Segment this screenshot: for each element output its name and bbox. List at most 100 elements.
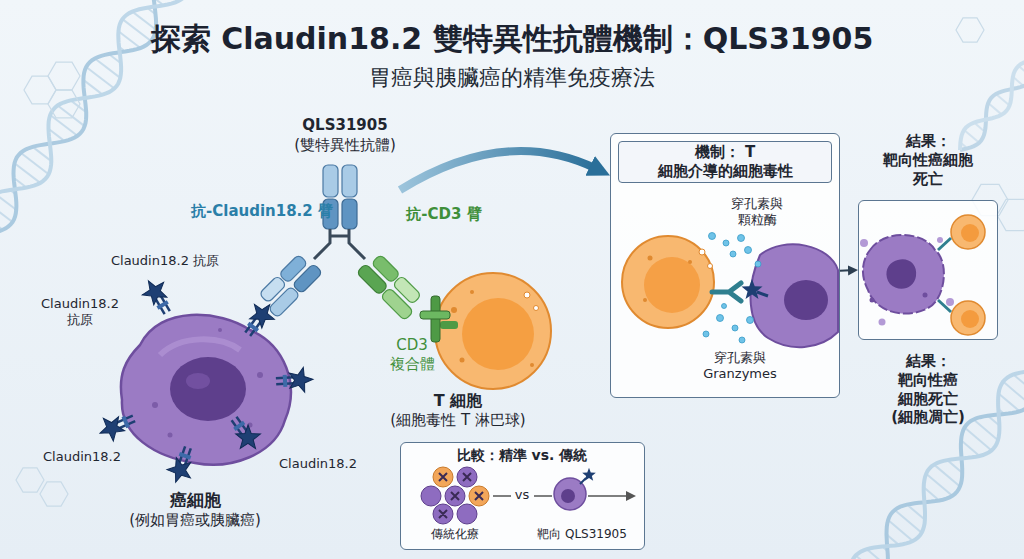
mechanism-illustration-part	[784, 280, 828, 320]
arm-label: 抗-CD3 臂	[389, 205, 499, 224]
mechanism-illustration-part-part	[703, 331, 709, 337]
result-heading: 結果： 靶向性癌 細胞死亡 (細胞凋亡)	[876, 352, 981, 427]
dna-helix-part	[999, 393, 1020, 411]
cell-outline-part	[152, 402, 158, 408]
dna-helix-part	[0, 0, 161, 235]
bispecific-antibody-part	[323, 199, 338, 229]
comparison-illustration-part	[439, 473, 483, 518]
cell-outline-part	[451, 307, 457, 313]
dna-helix-part	[83, 80, 102, 95]
dna-helix-part	[95, 58, 120, 77]
comparison-illustration	[421, 467, 636, 524]
cell-outline-part	[218, 328, 222, 332]
cd3-complex-part	[440, 321, 458, 329]
bispecific-antibody-part-part	[292, 263, 322, 293]
mechanism-header: 機制： T 細胞介導的細胞毒性	[618, 141, 832, 183]
mechanism-illustration-part-part	[730, 251, 736, 257]
mechanism-illustration-part	[708, 264, 713, 269]
hexagon-decoration	[956, 18, 984, 42]
mechanism-illustration-part	[751, 244, 838, 347]
comparison-illustration-part	[469, 486, 489, 506]
comparison-illustration-part	[554, 478, 586, 510]
cell-outline-part	[470, 290, 474, 294]
comparison-label: 靶向 QLS31905	[517, 527, 647, 542]
mechanism-illustration-part	[699, 249, 705, 255]
bispecific-antibody-part	[314, 229, 365, 259]
comparison-illustration-part	[493, 495, 511, 497]
result-panel: 結果： 靶向性癌細胞 死亡結果： 靶向性癌 細胞死亡 (細胞凋亡)	[858, 200, 998, 340]
cell-outline-part	[460, 358, 465, 363]
cell-outline-part	[257, 372, 263, 378]
result-illustration-part	[870, 298, 875, 303]
dna-helix-part	[0, 0, 189, 235]
bispecific-antibody	[256, 165, 426, 321]
mechanism-illustration-part	[644, 257, 700, 313]
dna-helix-part	[0, 200, 12, 222]
hexagon-decoration	[40, 482, 68, 506]
arm-label: 抗-Claudin18.2 臂	[177, 202, 347, 221]
claudin-antigen	[95, 274, 314, 486]
bispecific-antibody-part-part	[371, 254, 400, 283]
comparison-illustration-part	[445, 486, 465, 506]
result-illustration-part	[946, 298, 954, 306]
dna-helix	[960, 48, 1024, 151]
comparison-box: 比較：精準 vs. 傳統vs傳統化療靶向 QLS31905	[400, 442, 645, 550]
dna-helix	[0, 0, 189, 235]
dna-helix-part	[964, 130, 979, 143]
bispecific-antibody-part-part	[380, 287, 413, 320]
cd3-complex-part	[420, 311, 450, 319]
cell-outline-part	[248, 423, 253, 428]
cell-outline-part	[168, 433, 173, 438]
dna-helix-part	[996, 94, 1010, 106]
result-illustration-part	[937, 237, 943, 243]
mechanism-illustration-part-part	[738, 235, 745, 242]
antigen-label: Claudin18.2	[32, 449, 132, 465]
dna-helix-part	[15, 163, 41, 183]
mechanism-illustration-part	[643, 298, 647, 302]
antibody-title: QLS31905	[275, 116, 415, 135]
result-illustration-part	[923, 293, 928, 298]
comparison-illustration-part	[457, 467, 477, 487]
bispecific-antibody-part	[342, 199, 357, 229]
mechanism-illustration-part-part	[722, 304, 727, 309]
comparison-illustration-part	[433, 467, 453, 487]
hexagon-decoration	[24, 76, 56, 104]
result-illustration-part	[860, 239, 868, 247]
connector-arrow	[840, 269, 850, 271]
result-illustration-part	[938, 238, 951, 250]
antigen-label: Claudin18.2	[268, 456, 368, 472]
mechanism-illustration-part-part	[717, 315, 724, 322]
result-illustration-part	[886, 259, 916, 288]
cd3-complex	[420, 296, 458, 342]
mechanism-illustration-part	[688, 260, 692, 264]
cell-outline	[100, 285, 310, 485]
dna-helix-part	[132, 12, 155, 30]
flow-arrow	[400, 151, 596, 190]
result-illustration-part	[961, 224, 979, 242]
antigen-label: Claudin18.2 抗原	[85, 253, 245, 269]
claudin-antigen-part	[224, 411, 266, 456]
bispecific-antibody-part-part	[356, 263, 388, 295]
bispecific-antibody-part-part	[392, 275, 421, 304]
claudin-antigen-part	[138, 274, 178, 318]
cell-outline-part	[462, 298, 534, 370]
comparison-illustration-part	[421, 486, 441, 506]
cell-subtitle: (細胞毒性 T 淋巴球)	[353, 411, 563, 430]
t-cell: T 細胞(細胞毒性 T 淋巴球)	[432, 270, 554, 392]
dna-helix-part	[988, 103, 1002, 115]
antigen-label: Claudin18.2 抗原	[34, 296, 126, 329]
cell-outline-part	[121, 315, 291, 465]
cell-subtitle: (例如胃癌或胰臟癌)	[80, 511, 310, 530]
cell-outline-part	[160, 339, 240, 355]
cell-outline	[432, 270, 554, 392]
cell-outline-part	[435, 273, 551, 389]
result-illustration-part	[879, 319, 886, 326]
result-heading: 結果： 靶向性癌細胞 死亡	[876, 132, 981, 188]
cell-title: 癌細胞	[115, 490, 275, 511]
hexagon-decoration	[48, 90, 80, 118]
hexagon-decoration	[997, 199, 1024, 230]
dna-helix-part	[867, 549, 888, 559]
subtitle: 胃癌與胰臟癌的精準免疫療法	[192, 64, 832, 92]
claudin-antigen-part	[95, 407, 139, 445]
